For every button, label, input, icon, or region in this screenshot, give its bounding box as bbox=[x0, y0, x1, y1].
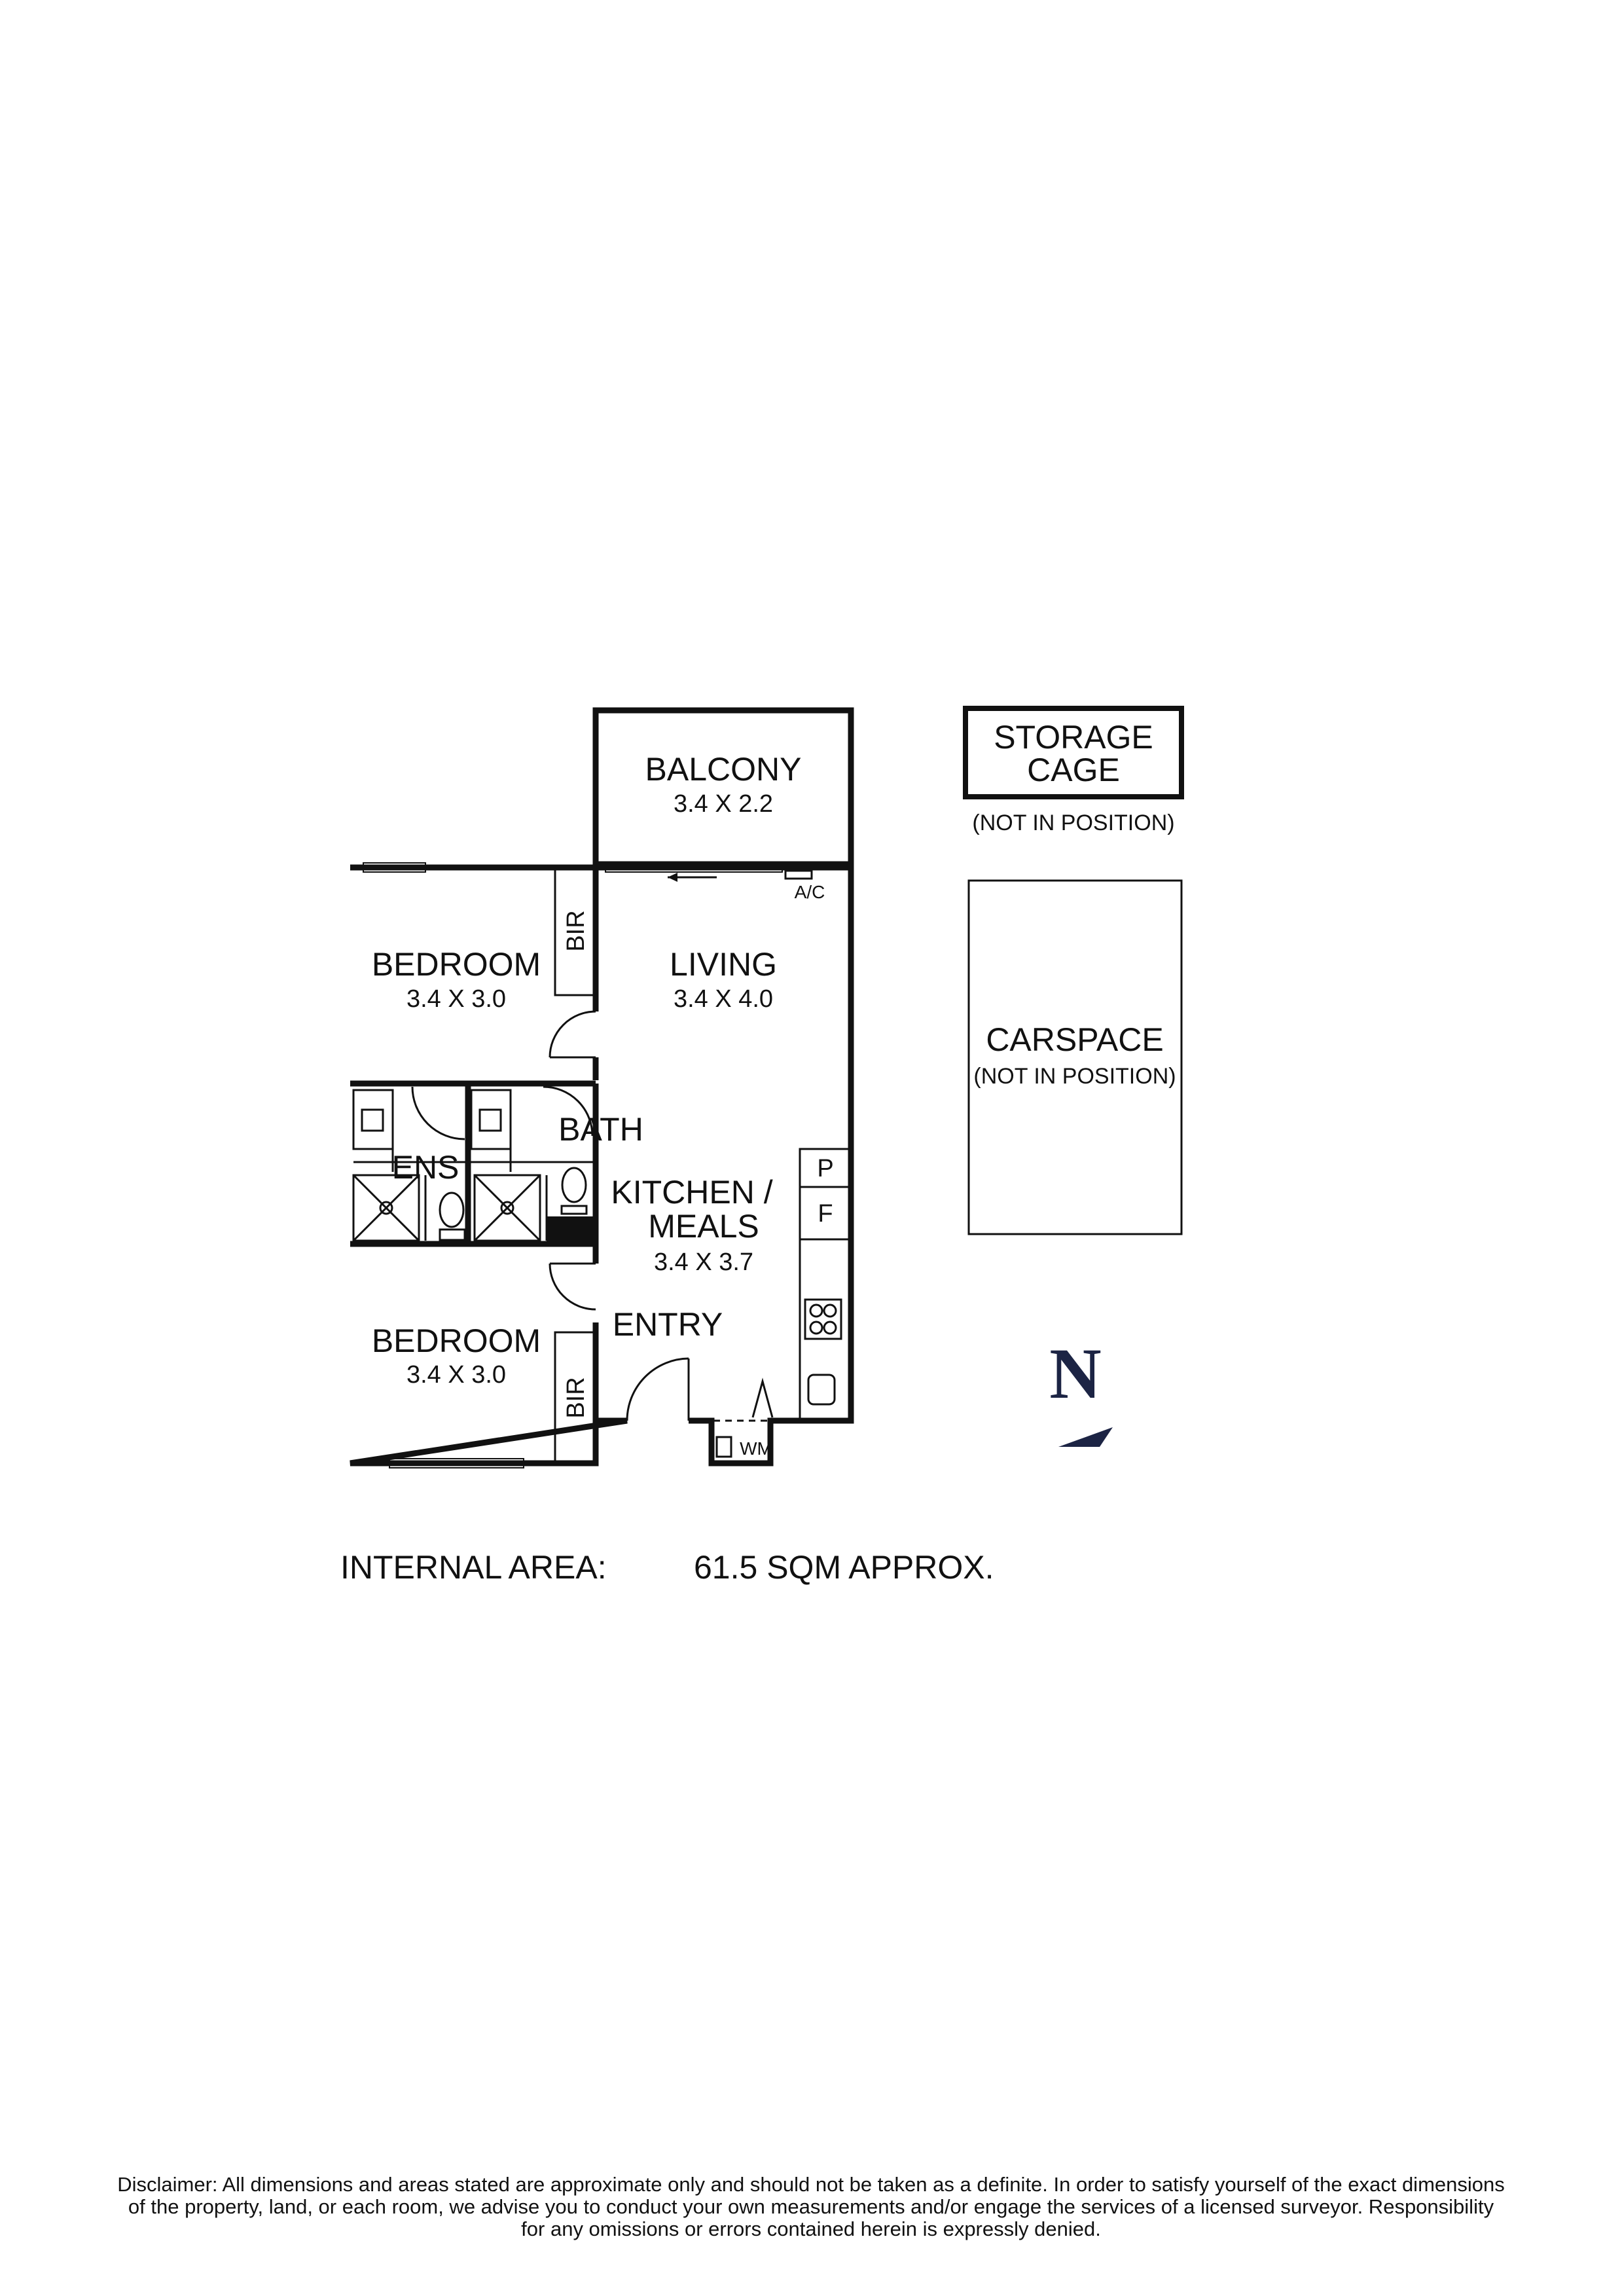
bir-bottom-box bbox=[554, 1331, 597, 1465]
bedroom-top-dims: 3.4 X 3.0 bbox=[406, 985, 506, 1013]
toilet-ens bbox=[439, 1192, 465, 1228]
storage-cage-box bbox=[963, 706, 1184, 799]
toilet-bath bbox=[561, 1167, 587, 1203]
interior-walls bbox=[350, 866, 852, 1465]
kitchen-name-line1: KITCHEN / bbox=[611, 1174, 772, 1211]
carspace-box bbox=[967, 879, 1183, 1235]
toilet-bath-cistern bbox=[560, 1205, 588, 1215]
balcony-outline bbox=[592, 707, 854, 867]
storage-note: (NOT IN POSITION) bbox=[972, 811, 1174, 835]
disclaimer-line-1: Disclaimer: All dimensions and areas sta… bbox=[117, 2173, 1505, 2196]
kitchen-name-line2: MEALS bbox=[648, 1208, 759, 1245]
bir-bottom-label: BIR bbox=[562, 1377, 590, 1418]
kitchen-dims: 3.4 X 3.7 bbox=[654, 1248, 753, 1276]
door-bedroom-top bbox=[549, 1010, 596, 1058]
bedroom-bottom-name: BEDROOM bbox=[372, 1322, 541, 1359]
internal-area: INTERNAL AREA: 61.5 SQM APPROX. bbox=[340, 1548, 1191, 1594]
north-arrow-icon bbox=[1058, 1427, 1113, 1447]
living-name: LIVING bbox=[670, 946, 777, 983]
fridge-label: F bbox=[818, 1200, 833, 1228]
laundry-folding-door bbox=[751, 1377, 774, 1418]
bedroom-bottom-dims: 3.4 X 3.0 bbox=[406, 1361, 506, 1389]
door-entry bbox=[626, 1357, 689, 1421]
burner-1 bbox=[809, 1303, 823, 1318]
slide-arrow-head bbox=[668, 873, 677, 882]
vanity-bath bbox=[470, 1089, 512, 1150]
carspace-note: (NOT IN POSITION) bbox=[973, 1064, 1176, 1089]
shower-ens bbox=[352, 1174, 420, 1242]
drain-bath bbox=[500, 1201, 514, 1215]
toilet-ens-cistern bbox=[439, 1228, 466, 1241]
tile-grid bbox=[353, 1090, 596, 1241]
internal-area-label: INTERNAL AREA: bbox=[340, 1549, 607, 1586]
balcony-name: BALCONY bbox=[645, 751, 802, 788]
door-bath bbox=[543, 1085, 594, 1137]
basin-ens bbox=[361, 1108, 384, 1132]
door-bedroom-bottom bbox=[549, 1263, 596, 1311]
ac-label: A/C bbox=[795, 882, 825, 902]
ac-unit bbox=[784, 869, 813, 880]
basin-bath bbox=[478, 1108, 502, 1132]
shower-ens-x2 bbox=[352, 1174, 420, 1242]
north-letter: N bbox=[1049, 1334, 1101, 1413]
bir-top-label: BIR bbox=[562, 910, 590, 951]
burner-4 bbox=[823, 1321, 837, 1335]
disclaimer-line-2: of the property, land, or each room, we … bbox=[128, 2195, 1494, 2218]
shower-bath-x2 bbox=[473, 1174, 541, 1242]
bath-label: BATH bbox=[558, 1111, 643, 1148]
bedroom-top-name: BEDROOM bbox=[372, 946, 541, 983]
internal-area-value: 61.5 SQM APPROX. bbox=[694, 1549, 994, 1586]
storage-line1: STORAGE bbox=[994, 719, 1153, 756]
balcony bbox=[592, 707, 854, 867]
drain-ens bbox=[379, 1201, 393, 1215]
wm-label: WM bbox=[740, 1438, 772, 1459]
living-dims: 3.4 X 4.0 bbox=[674, 985, 773, 1013]
disclaimer-line-3: for any omissions or errors contained he… bbox=[521, 2217, 1101, 2240]
burner-2 bbox=[823, 1303, 837, 1318]
fridge-box bbox=[799, 1186, 852, 1241]
balcony-dims: 3.4 X 2.2 bbox=[674, 790, 773, 818]
bath-service-duct bbox=[547, 1216, 596, 1244]
cooktop bbox=[804, 1298, 842, 1340]
carspace-name: CARSPACE bbox=[986, 1021, 1163, 1058]
vanity-ens bbox=[352, 1089, 394, 1150]
door-ens bbox=[411, 1086, 465, 1140]
entry-label: ENTRY bbox=[613, 1306, 723, 1343]
pantry-label: P bbox=[817, 1155, 833, 1182]
disclaimer: Disclaimer: All dimensions and areas sta… bbox=[65, 2174, 1557, 2240]
shower-bath bbox=[473, 1174, 541, 1242]
burner-3 bbox=[809, 1321, 823, 1335]
outer-walls bbox=[350, 862, 854, 1468]
kitchen-sink bbox=[807, 1374, 836, 1406]
ens-label: ENS bbox=[392, 1149, 460, 1186]
washing-machine-icon bbox=[715, 1436, 732, 1458]
storage-line2: CAGE bbox=[1027, 752, 1120, 788]
